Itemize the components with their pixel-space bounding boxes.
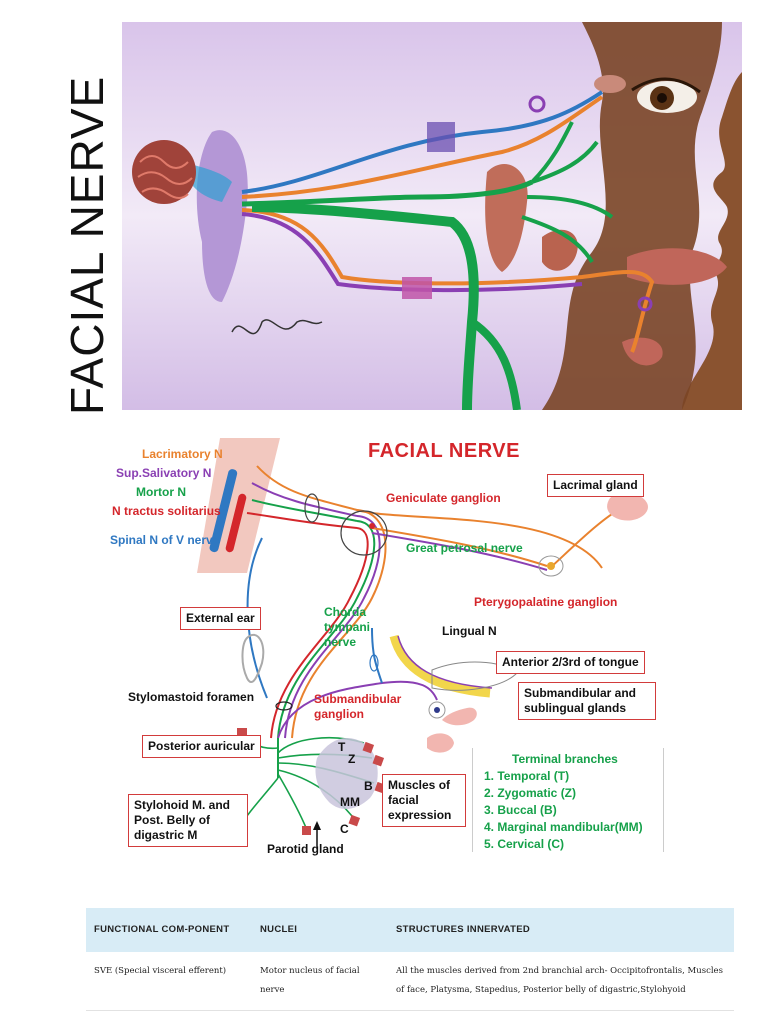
label-sup-salivatory: Sup.Salivatory N (116, 466, 212, 480)
cell-component: SVE (Special visceral efferent) (86, 952, 252, 1011)
terminal-branches-box (472, 748, 664, 852)
parotid-gland-shape (315, 738, 378, 810)
label-lacrimatory: Lacrimatory N (142, 447, 223, 461)
table-header-row: FUNCTIONAL COM-PONENT NUCLEI STRUCTURES … (86, 908, 734, 952)
label-pterygopalatine: Pterygopalatine ganglion (474, 595, 618, 609)
label-spinal: Spinal N of V nerve (110, 533, 220, 547)
spinal-nucleus-bar (209, 469, 238, 553)
label-external-ear: External ear (180, 607, 261, 630)
label-letter-z: Z (348, 752, 356, 766)
terminal-branches-list: 1. Temporal (T) 2. Zygomatic (Z) 3. Bucc… (484, 768, 643, 853)
header-structures: STRUCTURES INNERVATED (388, 908, 734, 952)
label-submandibular-glands: Submandibular and sublingual glands (518, 682, 656, 720)
label-geniculate: Geniculate ganglion (386, 491, 501, 505)
table-row: SVE (Special visceral efferent) Motor nu… (86, 952, 734, 1011)
tractus-nucleus-bar (225, 493, 247, 553)
cell-structures: All the muscles derived from 2nd branchi… (388, 952, 734, 1011)
label-anterior-tongue: Anterior 2/3rd of tongue (496, 651, 645, 674)
label-parotid: Parotid gland (267, 842, 344, 856)
list-item: 5. Cervical (C) (484, 837, 565, 851)
label-stylohoid: Stylohoid M. and Post. Belly of digastri… (128, 794, 248, 847)
label-lacrimal-gland: Lacrimal gland (547, 474, 644, 497)
facial-nerve-schematic (197, 438, 648, 848)
header-functional-component: FUNCTIONAL COM-PONENT (86, 908, 252, 952)
list-item: 3. Buccal (B) (484, 803, 557, 817)
label-muscles: Muscles of facial expression (382, 774, 466, 827)
cell-nuclei: Motor nucleus of facial nerve (252, 952, 388, 1011)
vertical-title: FACIAL NERVE (61, 75, 113, 415)
label-tractus: N tractus solitarius (112, 504, 221, 518)
label-great-petrosal: Great petrosal nerve (406, 541, 523, 555)
label-posterior-auricular: Posterior auricular (142, 735, 261, 758)
list-item: 1. Temporal (T) (484, 769, 570, 783)
diagram-title: FACIAL NERVE (368, 440, 520, 462)
header-nuclei: NUCLEI (252, 908, 388, 952)
facial-nerve-illustration (122, 22, 742, 410)
list-item: 4. Marginal mandibular(MM) (484, 820, 643, 834)
external-ear-shape (241, 633, 265, 683)
cerebellum-shape (132, 140, 196, 204)
terminal-branches-title: Terminal branches (512, 752, 618, 766)
label-letter-mm: MM (340, 795, 360, 809)
label-letter-c: C (340, 822, 349, 836)
label-lingual: Lingual N (442, 624, 497, 638)
label-motor: Mortor N (136, 485, 186, 499)
list-item: 2. Zygomatic (Z) (484, 786, 577, 800)
label-letter-b: B (364, 779, 373, 793)
face-skin (592, 22, 742, 410)
functional-component-table: FUNCTIONAL COM-PONENT NUCLEI STRUCTURES … (86, 908, 734, 1011)
lacrimal-gland-shape (607, 492, 648, 521)
label-chorda: Chorda tympani nerve (324, 605, 371, 649)
label-submandibular-ganglion: Submandibular ganglion (314, 692, 402, 721)
label-letter-t: T (338, 740, 346, 754)
label-stylomastoid: Stylomastoid foramen (128, 690, 255, 704)
